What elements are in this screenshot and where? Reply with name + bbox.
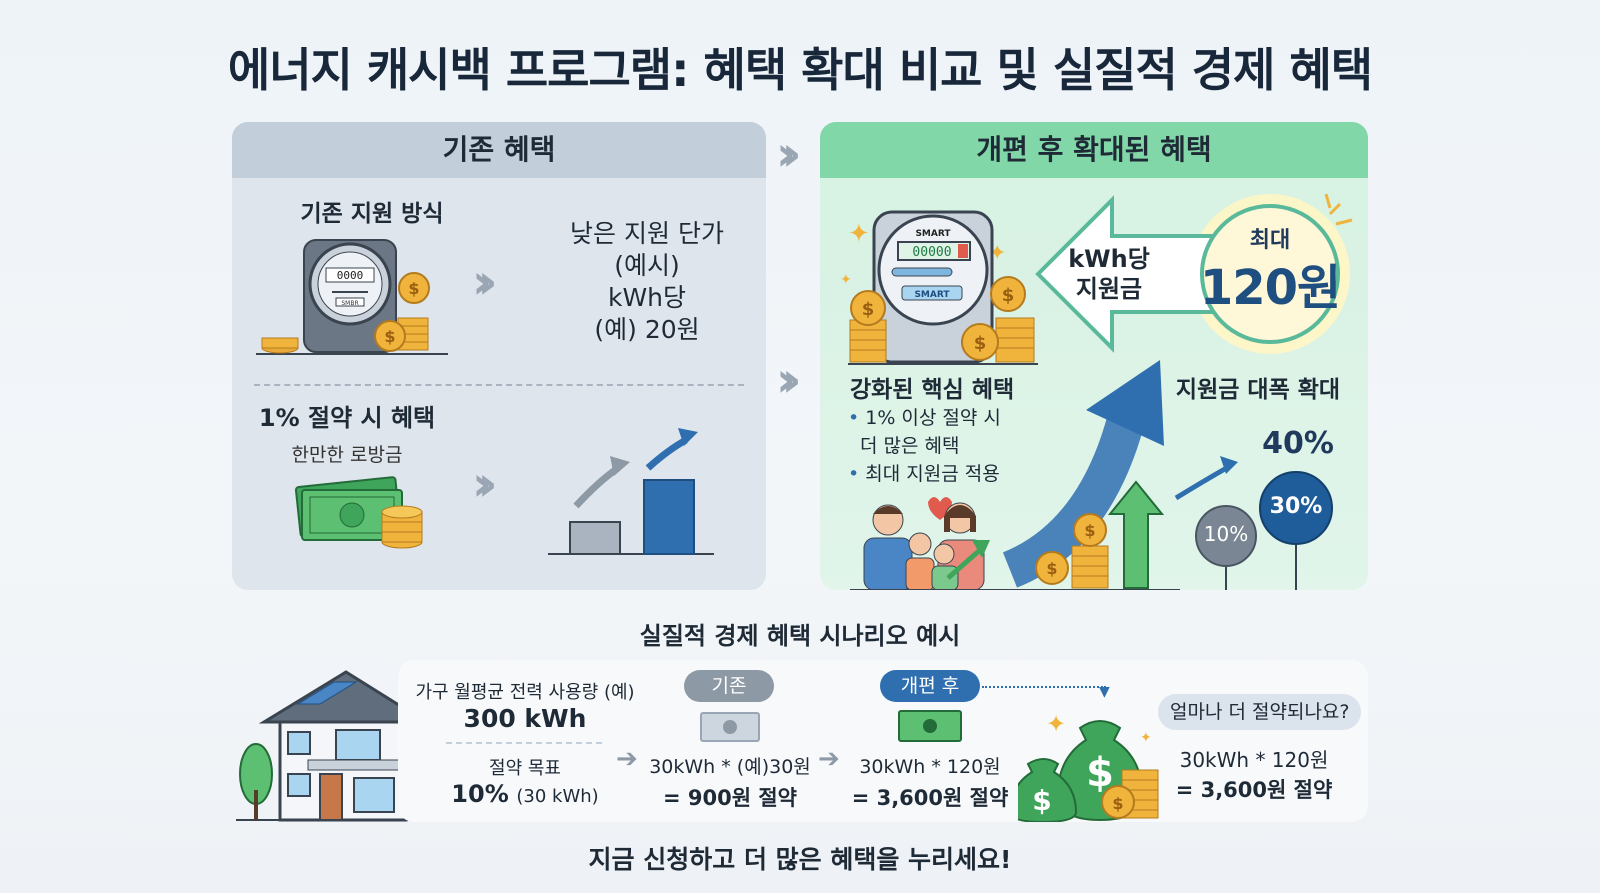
svg-text:✦: ✦: [840, 272, 852, 288]
dotted-connector: [982, 686, 1106, 688]
question-bubble: 얼마나 더 절약되나요?: [1158, 694, 1362, 730]
usage-label: 가구 월평균 전력 사용량 (예): [415, 682, 635, 703]
svg-text:$: $: [384, 327, 395, 346]
support-arrow-icon: [1035, 193, 1353, 354]
old-rate-line-4: (예) 20원: [594, 315, 700, 344]
old-rate-text: 낮은 지원 단가 (예시) kWh당 (예) 20원: [532, 218, 762, 346]
answer-calc: 30kWh * 120원: [1179, 748, 1329, 772]
usage-value: 300 kWh: [463, 704, 587, 733]
old-calc: 30kWh * (예)30원: [649, 756, 811, 778]
arrow-down-icon: ▼: [1099, 684, 1110, 700]
chevron-right-icon: ››: [776, 126, 801, 182]
small-growth-bars-icon: [548, 428, 714, 555]
svg-text:$: $: [974, 333, 987, 354]
old-result: = 900원 절약: [662, 786, 797, 810]
page-title: 에너지 캐시백 프로그램: 혜택 확대 비교 및 실질적 경제 혜택: [227, 43, 1373, 97]
max-amount: 120원: [1199, 260, 1341, 316]
family-growth-icon: [850, 360, 1180, 590]
svg-text:SMBR: SMBR: [341, 300, 358, 307]
goal-value: 10% (30 kWh): [451, 780, 599, 808]
chevron-right-icon: ››: [776, 352, 801, 408]
svg-text:SMART: SMART: [915, 229, 951, 239]
method-title: 기존 지원 방식: [300, 201, 444, 227]
new-pill: 개편 후: [880, 670, 980, 702]
svg-text:✦: ✦: [848, 219, 870, 249]
chevron-right-icon: ››: [472, 254, 497, 310]
green-bill-icon: [898, 710, 962, 742]
svg-text:✦: ✦: [1046, 710, 1066, 738]
percent-bubbles-icon: [1174, 456, 1333, 590]
pct-high: 40%: [1262, 426, 1334, 461]
existing-benefit-header: 기존 혜택: [232, 122, 766, 178]
core-benefit-item: • 최대 지원금 적용: [848, 463, 1000, 485]
core-benefit-list: • 1% 이상 절약 시 더 많은 혜택 • 최대 지원금 적용: [848, 404, 1001, 488]
svg-text:$: $: [408, 279, 419, 298]
scenario-title: 실질적 경제 혜택 시나리오 예시: [639, 622, 961, 650]
expanded-benefit-header: 개편 후 확대된 혜택: [820, 122, 1368, 178]
svg-text:00000: 00000: [912, 245, 951, 260]
svg-text:0000: 0000: [337, 269, 364, 282]
answer-result: = 3,600원 절약: [1175, 778, 1333, 802]
old-rate-line-2: (예시): [614, 251, 680, 280]
existing-benefit-panel: 기존 혜택 기존 지원 방식 0000 SMBR $ $ ›› 낮은 지원 단가…: [232, 122, 766, 590]
svg-text:$: $: [1032, 784, 1051, 817]
pct-mid: 30%: [1269, 494, 1323, 519]
bill-icon: [700, 712, 760, 742]
pct-low: 10%: [1203, 522, 1249, 546]
goal-label: 절약 목표: [489, 758, 561, 779]
core-benefit-item: 더 많은 혜택: [860, 435, 960, 457]
svg-text:$: $: [1084, 521, 1095, 540]
divider: [446, 742, 602, 744]
divider: [254, 384, 744, 386]
old-rate-line-3: kWh당: [607, 283, 687, 312]
new-calc: 30kWh * 120원: [859, 756, 1001, 778]
saving-title: 1% 절약 시 혜택: [258, 404, 436, 432]
cash-coins-icon: [294, 476, 423, 549]
arrow-right-icon: ➔: [616, 744, 638, 774]
coins-up-arrow-icon: $ $: [1035, 480, 1165, 589]
svg-text:$: $: [1046, 559, 1057, 578]
old-pill: 기존: [684, 670, 774, 702]
per-kwh-line-1: kWh당: [1068, 245, 1150, 273]
analog-meter-icon: 0000 SMBR $ $: [256, 239, 448, 355]
per-kwh-line-2: 지원금: [1075, 275, 1143, 303]
saving-subtitle: 한만한 로방금: [291, 444, 403, 466]
new-result: = 3,600원 절약: [851, 786, 1009, 810]
old-rate-line-1: 낮은 지원 단가: [570, 219, 724, 248]
expanded-benefit-panel: 개편 후 확대된 혜택 ✦ ✦ ✦ ✦ SMART 00000 SMART $ …: [820, 122, 1368, 590]
arrow-right-icon: ➔: [818, 744, 840, 774]
expand-title: 지원금 대폭 확대: [1175, 377, 1341, 403]
smart-meter-icon: ✦ ✦ ✦ ✦ SMART 00000 SMART $ $ $: [840, 210, 1038, 365]
max-label: 최대: [1249, 228, 1291, 253]
svg-text:SMART: SMART: [914, 290, 950, 300]
core-benefit-title: 강화된 핵심 혜택: [850, 377, 1015, 403]
svg-text:$: $: [1112, 794, 1123, 813]
chevron-right-icon: ››: [472, 456, 497, 512]
per-kwh-label: kWh당 지원금: [1064, 244, 1154, 304]
call-to-action: 지금 신청하고 더 많은 혜택을 누리세요!: [588, 845, 1012, 874]
core-benefit-item: • 1% 이상 절약 시: [848, 407, 1001, 429]
svg-text:$: $: [1002, 285, 1015, 306]
svg-text:✦: ✦: [1140, 730, 1152, 746]
money-bag-icon: ✦ ✦ $ $ $: [1018, 710, 1159, 822]
svg-text:$: $: [862, 299, 875, 320]
